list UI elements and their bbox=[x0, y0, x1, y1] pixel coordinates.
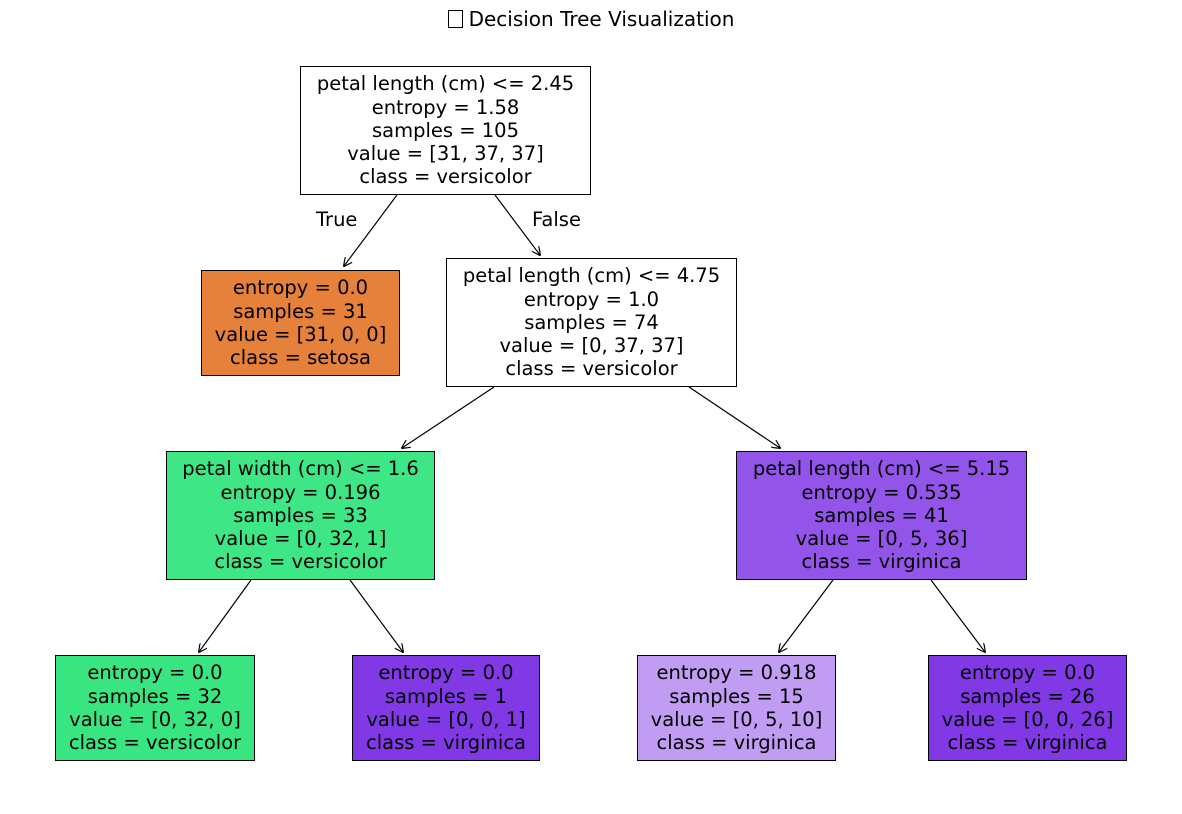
figure-title: Decision Tree Visualization bbox=[0, 6, 1182, 32]
figure-title-text: Decision Tree Visualization bbox=[468, 7, 735, 31]
node-text-line: class = versicolor bbox=[505, 357, 678, 381]
node-text-line: petal length (cm) <= 4.75 bbox=[462, 264, 721, 288]
node-text-line: class = virginica bbox=[801, 550, 962, 574]
node-text-line: samples = 31 bbox=[233, 299, 368, 323]
node-text-line: value = [0, 0, 1] bbox=[366, 708, 526, 731]
node-text-line: entropy = 0.0 bbox=[87, 661, 223, 685]
node-text-line: class = versicolor bbox=[359, 165, 532, 189]
node-text-line: samples = 32 bbox=[87, 684, 223, 708]
node-text-line: entropy = 0.0 bbox=[232, 276, 369, 300]
node-text-line: value = [0, 5, 36] bbox=[795, 527, 968, 551]
node-text-line: petal length (cm) <= 2.45 bbox=[316, 72, 575, 96]
node-text-line: class = versicolor bbox=[68, 731, 242, 755]
node-text-line: entropy = 0.918 bbox=[656, 661, 817, 685]
node-text-line: class = setosa bbox=[230, 346, 371, 370]
node-text-line: entropy = 0.535 bbox=[801, 480, 962, 504]
node-text-line: value = [31, 0, 0] bbox=[214, 323, 387, 346]
node-text-line: entropy = 0.196 bbox=[220, 480, 381, 504]
edge-width-16-to-virginica-1 bbox=[349, 579, 403, 652]
node-text-line: samples = 26 bbox=[960, 684, 1095, 708]
node-text-line: samples = 41 bbox=[814, 503, 949, 527]
node-text-line: petal length (cm) <= 5.15 bbox=[752, 457, 1011, 481]
node-text-line: class = versicolor bbox=[214, 550, 387, 574]
node-text-line: value = [31, 37, 37] bbox=[347, 142, 544, 166]
edge-label-false: False bbox=[532, 208, 581, 231]
node-text-line: entropy = 0.0 bbox=[959, 661, 1096, 685]
node-text-line: petal width (cm) <= 1.6 bbox=[182, 457, 419, 481]
edge-label-true: True bbox=[316, 208, 358, 231]
node-text-line: samples = 1 bbox=[384, 684, 508, 708]
node-text-line: entropy = 1.58 bbox=[371, 95, 520, 119]
node-text-line: value = [0, 0, 26] bbox=[941, 708, 1114, 731]
node-text-line: class = virginica bbox=[656, 731, 817, 755]
node-text-line: class = virginica bbox=[947, 731, 1108, 755]
square-glyph-icon bbox=[447, 10, 463, 28]
edge-475-to-width-16 bbox=[402, 386, 495, 448]
node-text-line: value = [0, 5, 10] bbox=[650, 708, 823, 731]
node-text-line: entropy = 1.0 bbox=[523, 287, 660, 311]
edge-515-to-virginica-26 bbox=[930, 579, 985, 652]
edge-475-to-length-515 bbox=[688, 386, 780, 448]
node-text-line: samples = 33 bbox=[233, 503, 368, 527]
node-text-line: entropy = 0.0 bbox=[378, 661, 514, 685]
edge-width-16-to-versicolor-32 bbox=[199, 579, 252, 652]
node-text-line: value = [0, 32, 0] bbox=[69, 708, 241, 731]
node-text-line: samples = 105 bbox=[371, 118, 519, 142]
node-text-line: value = [0, 32, 1] bbox=[214, 527, 387, 551]
node-text-line: value = [0, 37, 37] bbox=[499, 334, 684, 358]
edge-515-to-virginica-15 bbox=[779, 579, 834, 652]
node-text-line: class = virginica bbox=[365, 731, 527, 755]
node-text-line: samples = 15 bbox=[669, 684, 804, 708]
node-text-line: samples = 74 bbox=[524, 310, 659, 334]
